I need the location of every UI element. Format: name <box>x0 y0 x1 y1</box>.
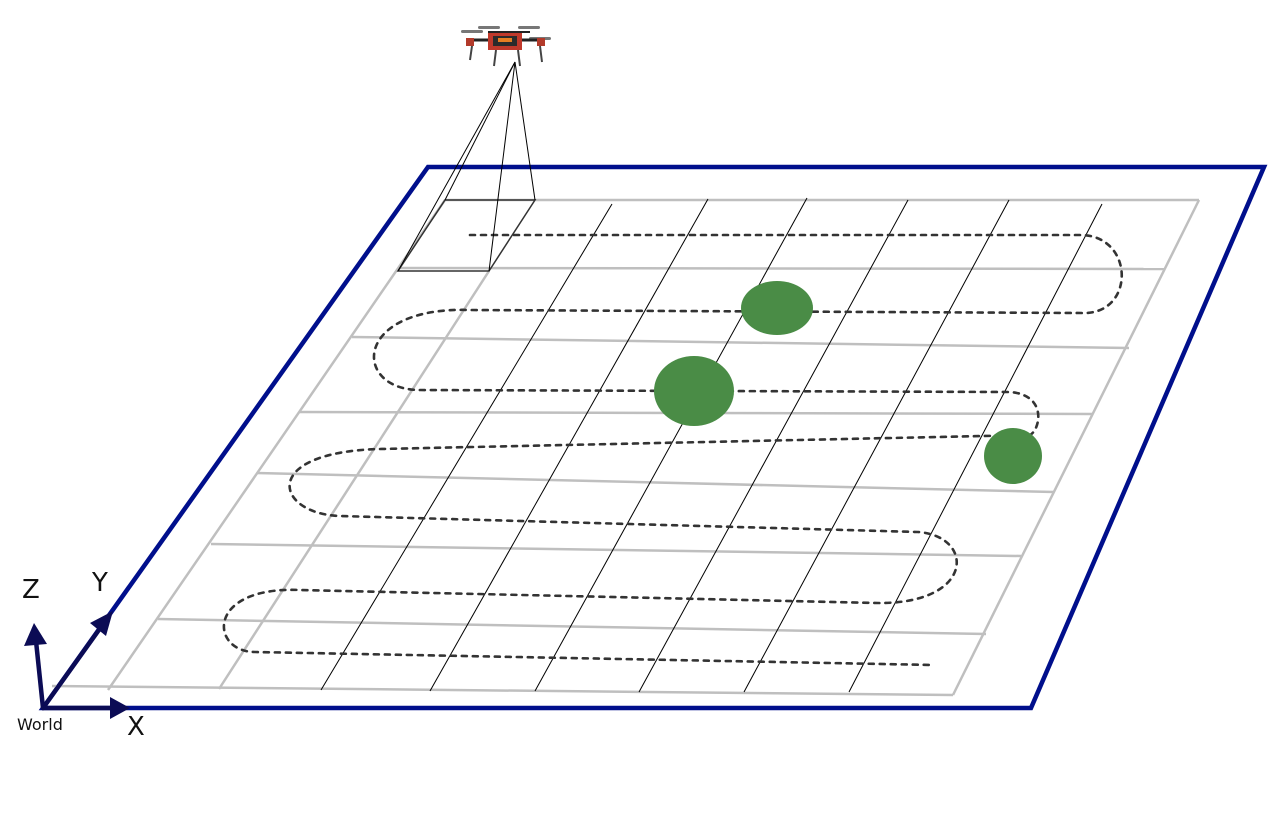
grid-row-line <box>157 617 987 636</box>
target-blob <box>984 428 1042 484</box>
grid-row-line <box>210 542 1022 558</box>
z-axis-label: Z <box>22 575 40 605</box>
camera-frustum <box>397 61 536 272</box>
grid-row-line <box>397 266 1166 271</box>
grid-col-line <box>848 203 1103 693</box>
world-axes <box>24 611 130 719</box>
z-axis-arrow <box>33 638 46 711</box>
grid-columns <box>320 197 1103 693</box>
coverage-path <box>222 233 1124 667</box>
grid-col-line <box>743 199 1010 693</box>
target-blob <box>741 281 813 335</box>
target-blob <box>654 356 734 426</box>
grid-col-line <box>638 199 909 693</box>
y-axis-arrow <box>40 624 104 711</box>
grid-row-line <box>51 684 954 697</box>
grid-col-line <box>534 197 808 692</box>
quadcopter-drone-icon <box>461 26 551 67</box>
grid-right-edge <box>951 199 1201 696</box>
field-boundary <box>38 164 1268 711</box>
x-axis-label: X <box>127 712 145 742</box>
grid-left-edge <box>106 199 447 691</box>
grid-row-line <box>256 471 1055 494</box>
y-axis-label: Y <box>91 568 108 598</box>
grid-col-line <box>217 270 491 690</box>
world-origin-label: World <box>17 715 63 734</box>
grid-row-line <box>351 335 1130 350</box>
